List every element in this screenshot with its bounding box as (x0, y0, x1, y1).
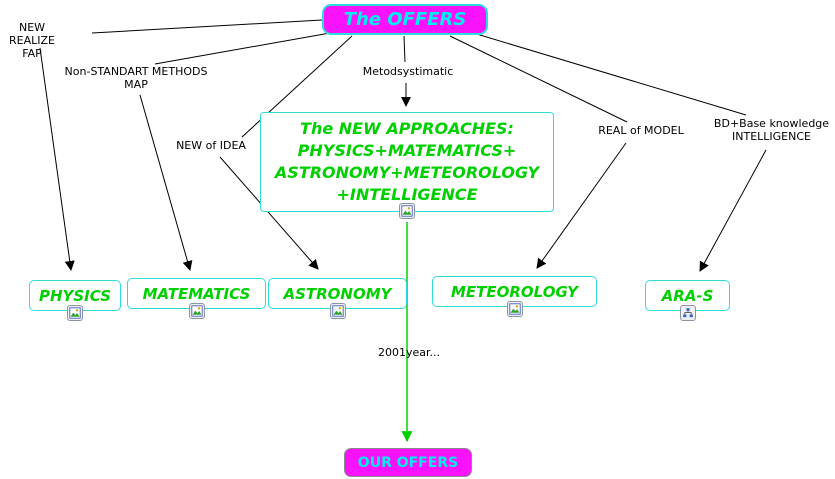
node-matematics[interactable]: MATEMATICS (127, 278, 266, 319)
link-label-non-standart[interactable]: Non-STANDART METHODS MAP (64, 65, 208, 91)
node-physics[interactable]: PHYSICS (29, 280, 121, 321)
link-label-metodsystimatic[interactable]: Metodsystimatic (362, 65, 454, 78)
node-our-offers-label: OUR OFFERS (357, 454, 459, 471)
node-ara-s[interactable]: ARA-S (645, 280, 730, 321)
link-label-bd-base[interactable]: BD+Base knowledge INTELLIGENCE (713, 117, 830, 143)
node-meteorology[interactable]: METEOROLOGY (432, 276, 597, 317)
edge-bd-base-ara-s (699, 149, 767, 272)
edge-offers-new-realize (91, 19, 323, 34)
node-the-offers[interactable]: The OFFERS (322, 4, 488, 35)
link-label-new-realize[interactable]: NEW REALIZE FAP (9, 21, 55, 60)
node-astronomy-label: ASTRONOMY (283, 284, 392, 303)
node-new-approaches-line2: PHYSICS+MATEMATICS+ (297, 141, 517, 160)
node-matematics-label: MATEMATICS (142, 284, 251, 303)
edge-non-standart-matematics (139, 94, 193, 271)
link-label-real-of-model[interactable]: REAL of MODEL (598, 124, 684, 137)
node-meteorology-label: METEOROLOGY (450, 282, 579, 301)
image-resource-icon[interactable] (399, 203, 415, 219)
node-astronomy[interactable]: ASTRONOMY (268, 278, 407, 319)
node-new-approaches-line1: The NEW APPROACHES: (300, 119, 514, 138)
node-physics-label: PHYSICS (38, 286, 112, 305)
hierarchy-resource-icon[interactable] (679, 305, 696, 321)
node-our-offers[interactable]: OUR OFFERS (344, 448, 472, 477)
image-resource-icon[interactable] (67, 305, 83, 321)
edge-offers-non-standart (154, 32, 331, 65)
image-resource-icon[interactable] (329, 303, 346, 319)
link-label-2001year[interactable]: 2001year... (377, 346, 440, 359)
node-new-approaches[interactable]: The NEW APPROACHES: PHYSICS+MATEMATICS+ … (260, 112, 554, 219)
node-new-approaches-line4: +INTELLIGENCE (336, 185, 478, 204)
node-ara-s-label: ARA-S (661, 286, 714, 305)
image-resource-icon[interactable] (506, 301, 523, 317)
node-the-offers-label: The OFFERS (343, 9, 467, 30)
image-resource-icon[interactable] (188, 303, 205, 319)
link-label-new-of-idea[interactable]: NEW of IDEA (176, 139, 246, 152)
edge-offers-metodsystimatic (403, 35, 406, 63)
edge-offers-bd-base (469, 31, 747, 116)
node-new-approaches-line3: ASTRONOMY+METEOROLOGY (274, 163, 540, 182)
edge-offers-real-of-model (449, 35, 628, 123)
